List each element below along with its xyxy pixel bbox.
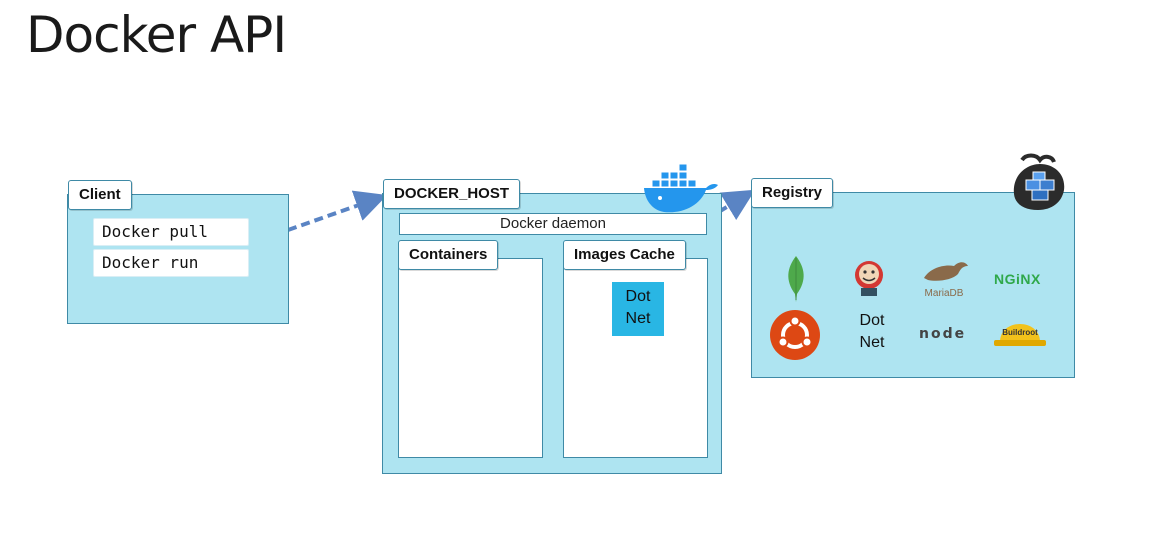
- dotnet-registry-line2: Net: [859, 334, 885, 351]
- buildroot-hat-icon: [994, 324, 1046, 346]
- images-cache-tab: Images Cache: [563, 240, 686, 270]
- client-tab: Client: [68, 180, 132, 210]
- docker-run-command: Docker run: [93, 249, 249, 277]
- docker-whale-logo: [644, 163, 718, 213]
- docker-host-tab: DOCKER_HOST: [383, 179, 521, 209]
- mariadb-icon: MariaDB: [924, 262, 968, 299]
- jenkins-icon: [855, 261, 883, 296]
- buildroot-label: Buildroot: [1002, 328, 1038, 337]
- nodejs-icon: node: [919, 326, 967, 342]
- dotnet-image-line1: Dot: [625, 288, 651, 305]
- registry-tab: Registry: [751, 178, 834, 208]
- ubuntu-icon: [770, 310, 820, 360]
- docker-daemon-bar: Docker daemon: [399, 213, 707, 235]
- mariadb-label: MariaDB: [925, 288, 964, 299]
- registry-logo: [1013, 153, 1065, 210]
- dotnet-image-line2: Net: [625, 310, 651, 327]
- dotnet-registry-line1: Dot: [859, 312, 885, 329]
- registry-panel: [751, 192, 1075, 378]
- client-to-host-arrow: [287, 190, 388, 232]
- slide-title: Docker API: [26, 6, 287, 64]
- containers-tab: Containers: [398, 240, 499, 270]
- buildroot-icon: Buildroot: [992, 320, 1048, 350]
- mongodb-icon: [788, 256, 804, 302]
- nginx-icon: NGiNX: [994, 271, 1041, 287]
- dotnet-image-tile: Dot Net: [612, 282, 664, 336]
- dotnet-registry-label: Dot Net: [852, 310, 892, 354]
- containers-box: [398, 258, 543, 458]
- docker-pull-command: Docker pull: [93, 218, 249, 246]
